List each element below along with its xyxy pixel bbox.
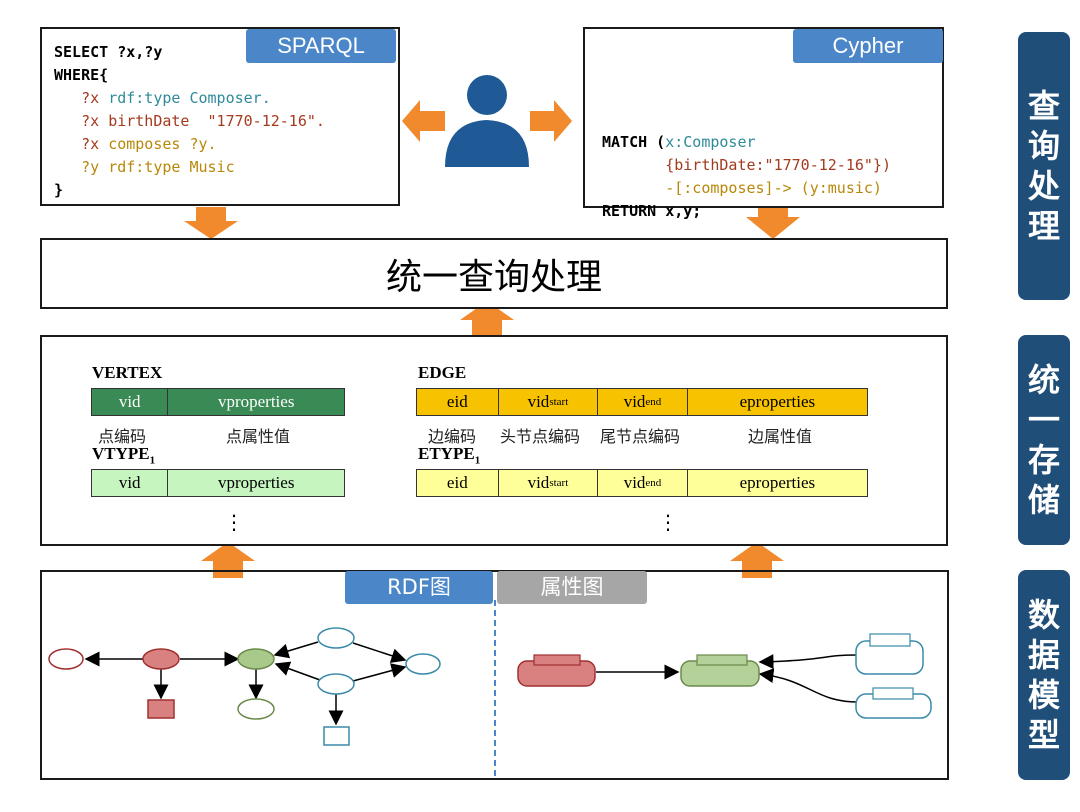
vtype-table: vid vproperties xyxy=(91,469,345,497)
arrow-up-icon xyxy=(460,301,514,335)
arrow-up-icon xyxy=(201,542,255,578)
sparql-line: ?x composes ?y. xyxy=(54,135,217,153)
rect-node-icon xyxy=(147,699,175,719)
ellipse-node-icon xyxy=(405,653,441,675)
ellipse-node-icon xyxy=(48,648,84,670)
rect-node-icon xyxy=(323,726,350,746)
cypher-tag: Cypher xyxy=(793,29,943,63)
sparql-tag: SPARQL xyxy=(246,29,396,63)
ellipse-node-icon xyxy=(317,627,355,649)
vertex-title: VERTEX xyxy=(92,363,163,382)
ellipse-node-icon xyxy=(317,673,355,695)
unified-query-box: 统一查询处理 xyxy=(40,238,948,309)
arrow-down-icon xyxy=(184,207,238,239)
sparql-line: WHERE{ xyxy=(54,66,109,84)
sparql-line: } xyxy=(54,181,64,199)
vertex-table: vid vproperties xyxy=(91,388,345,416)
arrow-left-icon xyxy=(402,100,445,142)
arrow-down-icon xyxy=(746,203,800,239)
edge-cn-start: 头节点编码 xyxy=(500,427,581,446)
person-icon xyxy=(445,75,529,167)
sparql-line: ?y rdf:type Music xyxy=(54,158,235,176)
edge-cn-end: 尾节点编码 xyxy=(600,427,681,446)
side-label-storage: 统一存储 xyxy=(1018,335,1070,545)
ellipse-node-icon xyxy=(142,648,180,670)
arrow-up-icon xyxy=(730,542,784,578)
vertex-ellipsis: ⋮ xyxy=(224,510,244,534)
sparql-line: SELECT ?x,?y xyxy=(54,43,163,61)
unified-query-title: 统一查询处理 xyxy=(385,256,602,298)
vertex-cn-vid: 点编码 xyxy=(98,427,147,446)
arrow-right-icon xyxy=(530,100,572,142)
rdf-tag: RDF图 xyxy=(345,571,493,604)
vtype-title: VTYPE1 xyxy=(92,444,156,467)
cypher-code: MATCH (x:Composer {birthDate:"1770-12-16… xyxy=(602,133,891,220)
side-label-query: 查询处理 xyxy=(1018,32,1070,300)
data-model-box xyxy=(40,570,949,780)
storage-box xyxy=(40,335,948,546)
side-label-model: 数据模型 xyxy=(1018,570,1070,780)
edge-cn-props: 边属性值 xyxy=(748,427,813,446)
ellipse-node-icon xyxy=(237,648,275,670)
edge-ellipsis: ⋮ xyxy=(658,510,678,534)
edge-cn-eid: 边编码 xyxy=(428,427,477,446)
sparql-line: ?x rdf:type Composer. xyxy=(54,89,271,107)
etype-title: ETYPE1 xyxy=(418,444,481,467)
property-graph xyxy=(517,633,932,719)
rdf-graph xyxy=(48,627,441,746)
vertex-cn-props: 点属性值 xyxy=(226,427,291,446)
property-graph-tag: 属性图 xyxy=(497,571,647,604)
sparql-line: ?x birthDate "1770-12-16". xyxy=(54,112,325,130)
edge-title: EDGE xyxy=(418,363,467,382)
ellipse-node-icon xyxy=(237,698,275,720)
